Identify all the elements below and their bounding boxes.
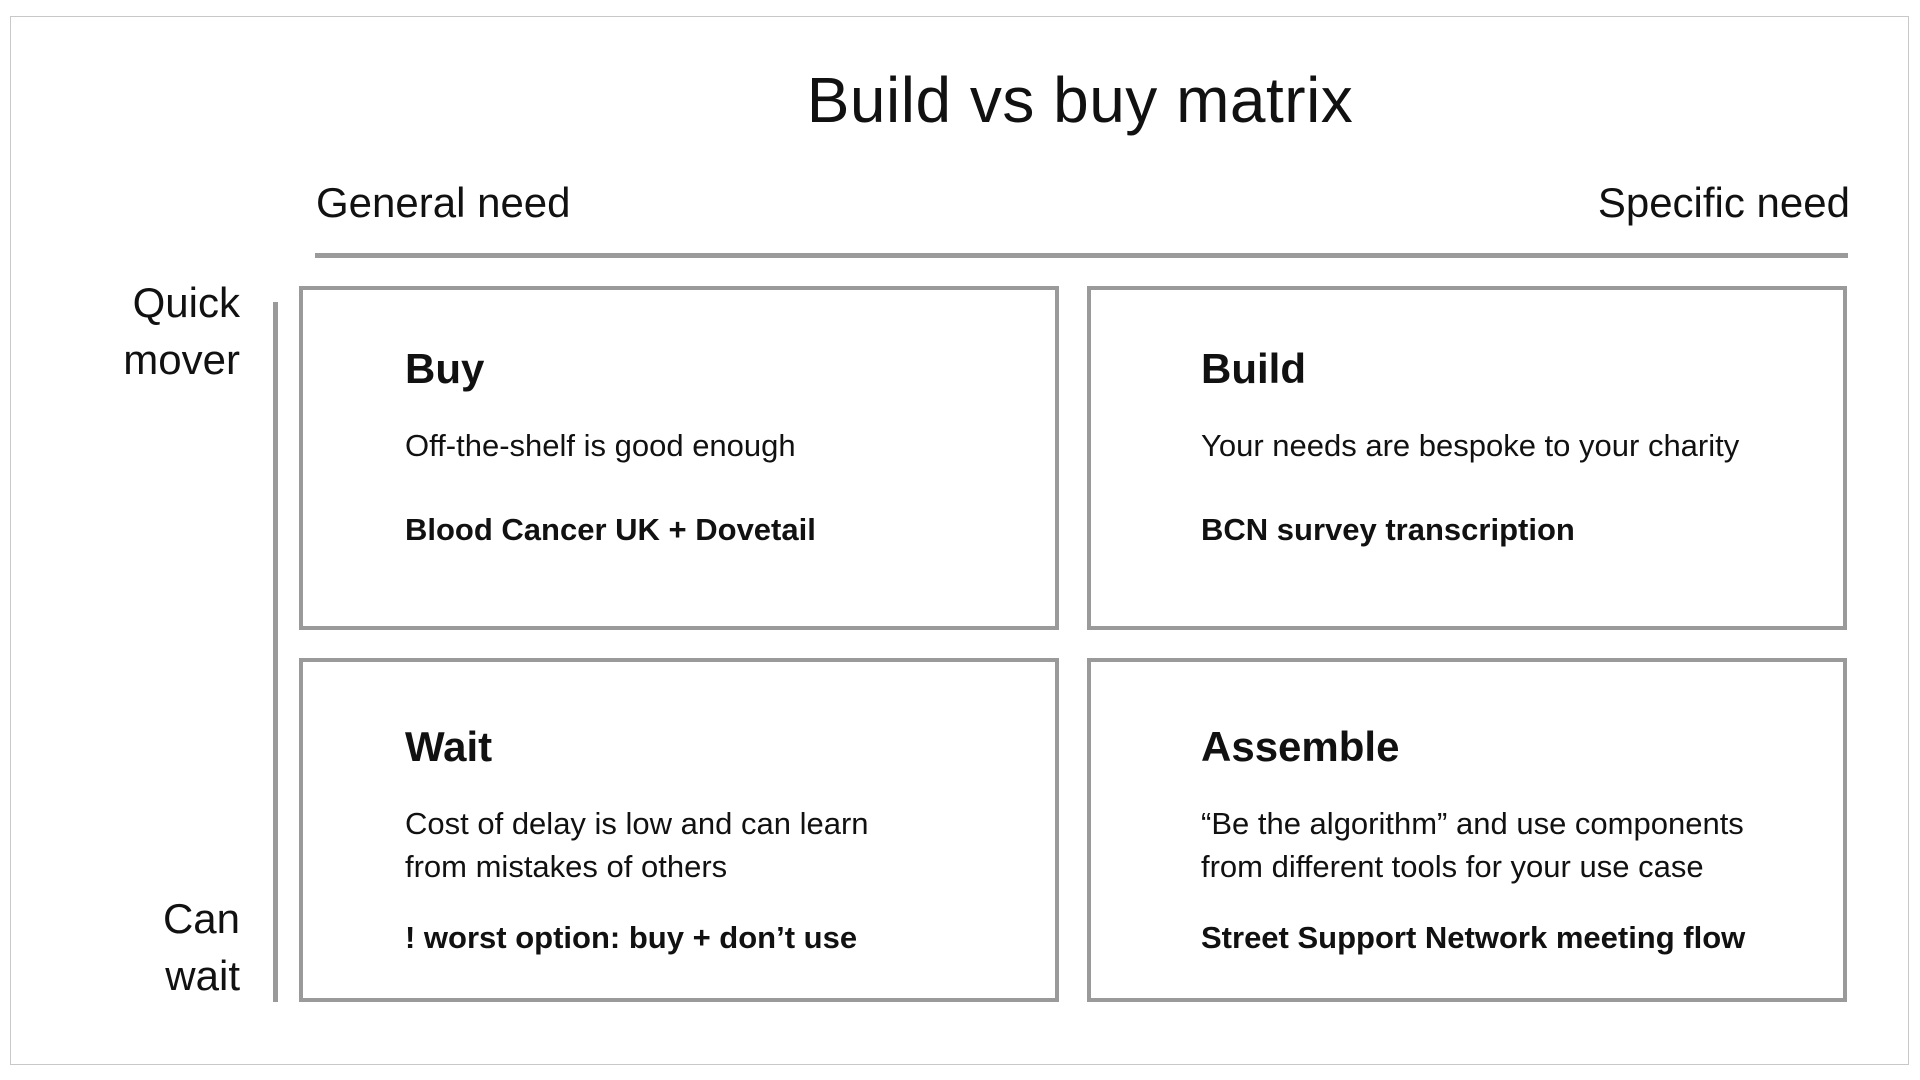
quadrant-assemble-description: “Be the algorithm” and use components fr… <box>1201 802 1821 888</box>
y-axis-label-can-wait-line2: wait <box>165 952 240 999</box>
quadrant-wait-description-line1: Cost of delay is low and can learn <box>405 806 869 841</box>
quadrant-build-example: BCN survey transcription <box>1201 512 1575 547</box>
x-axis-line <box>315 253 1848 258</box>
quadrant-wait-description-line2: from mistakes of others <box>405 849 728 884</box>
y-axis-label-quick-mover-line2: mover <box>123 336 240 383</box>
quadrant-assemble-description-line1: “Be the algorithm” and use components <box>1201 806 1744 841</box>
y-axis-label-quick-mover: Quick mover <box>40 274 240 388</box>
y-axis-label-can-wait-line1: Can <box>162 895 240 942</box>
quadrant-wait-description: Cost of delay is low and can learn from … <box>405 802 1025 888</box>
quadrant-build-heading: Build <box>1201 345 1306 392</box>
quadrant-buy-example: Blood Cancer UK + Dovetail <box>405 512 816 547</box>
quadrant-assemble-description-line2: from different tools for your use case <box>1201 849 1704 884</box>
quadrant-assemble: Assemble “Be the algorithm” and use comp… <box>1087 658 1847 1002</box>
quadrant-build-description: Your needs are bespoke to your charity <box>1201 428 1740 463</box>
quadrant-build: Build Your needs are bespoke to your cha… <box>1087 286 1847 630</box>
quadrant-wait: Wait Cost of delay is low and can learn … <box>299 658 1059 1002</box>
quadrant-buy-description: Off-the-shelf is good enough <box>405 428 796 463</box>
y-axis-line <box>273 302 278 1002</box>
quadrant-buy-heading: Buy <box>405 345 485 392</box>
quadrant-assemble-example: Street Support Network meeting flow <box>1201 920 1746 955</box>
quadrant-buy: Buy Off-the-shelf is good enough Blood C… <box>299 286 1059 630</box>
quadrant-wait-heading: Wait <box>405 723 493 770</box>
quadrant-wait-example: ! worst option: buy + don’t use <box>405 920 858 955</box>
y-axis-label-can-wait: Can wait <box>40 890 240 1004</box>
x-axis-label-specific-need: Specific need <box>1597 179 1850 226</box>
quadrant-assemble-heading: Assemble <box>1201 723 1400 770</box>
y-axis-label-quick-mover-line1: Quick <box>132 279 240 326</box>
page-title: Build vs buy matrix <box>806 64 1354 136</box>
x-axis-label-general-need: General need <box>316 179 571 226</box>
